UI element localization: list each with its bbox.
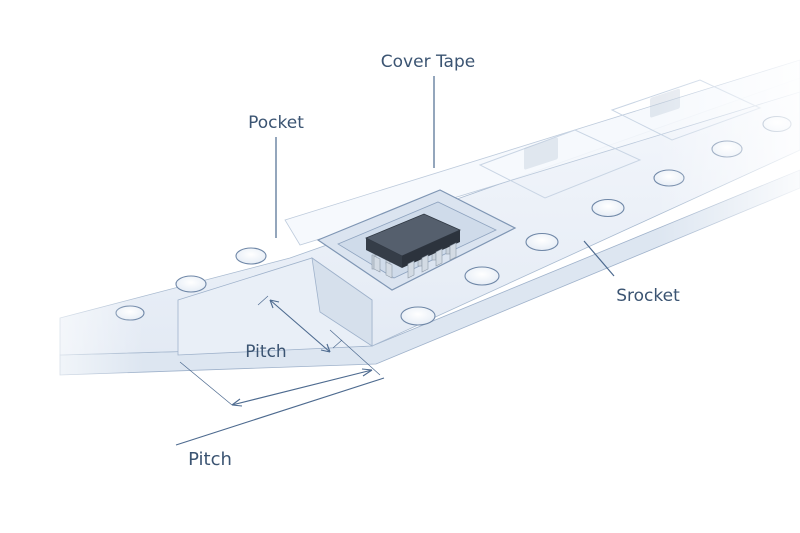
- pitch-outer-label: Pitch: [188, 449, 232, 470]
- pocket-label: Pocket: [248, 113, 304, 133]
- cover-tape-label: Cover Tape: [381, 52, 475, 72]
- sprocket-leader: [583, 240, 615, 277]
- pitch-dimension-inner: [257, 295, 343, 353]
- sprocket-label: Srocket: [616, 286, 680, 306]
- pitch-inner-label: Pitch: [245, 342, 286, 362]
- pitch-dimension-outer: [175, 329, 385, 446]
